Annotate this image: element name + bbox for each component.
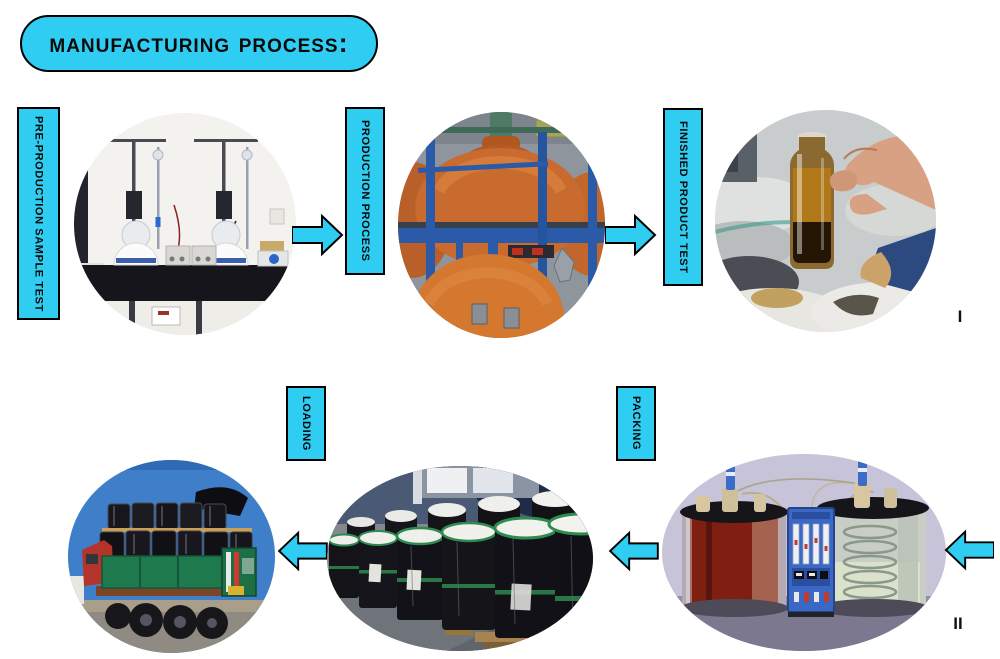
diagram-title: Manufacturing Process: (49, 28, 349, 58)
shrink-wrapped-drums-photo (327, 466, 593, 651)
hand-holding-oil-sample-bottle-photo (715, 110, 936, 332)
flow-arrow-left-2 (607, 530, 659, 572)
step-label-packing: PACKING (616, 386, 656, 461)
truck-photo-illustration (68, 460, 275, 653)
step-label-pre-production-sample-test: PRE-PRODUCTION SAMPLE TEST (17, 107, 60, 320)
sequence-marker-2: II (953, 614, 963, 633)
flow-arrow-left-3 (276, 530, 328, 572)
drums-photo-illustration (327, 466, 593, 651)
flow-arrow-right-2 (605, 213, 657, 257)
lab-photo-illustration (74, 113, 296, 335)
orange-reactor-vessels-photo (398, 112, 605, 338)
sequence-marker-1: I (957, 307, 963, 326)
apparatus-photo-illustration (662, 454, 946, 651)
sample-bottle-photo-illustration (715, 110, 936, 332)
step-label-loading: LOADING (286, 386, 326, 461)
step-label-finished-product-test: FINISHED PRODUCT TEST (663, 108, 703, 286)
flow-arrow-right-1 (292, 213, 344, 257)
flow-arrow-left-1 (944, 528, 994, 572)
diagram-title-pill: Manufacturing Process: (20, 15, 378, 72)
truck-loaded-with-drums-photo (68, 460, 275, 653)
step-label-production-process: PRODUCTION PROCESS (345, 107, 385, 275)
lab-titration-test-bench-photo (74, 113, 296, 335)
oil-analysis-apparatus-photo (662, 454, 946, 651)
reactor-photo-illustration (398, 112, 605, 338)
